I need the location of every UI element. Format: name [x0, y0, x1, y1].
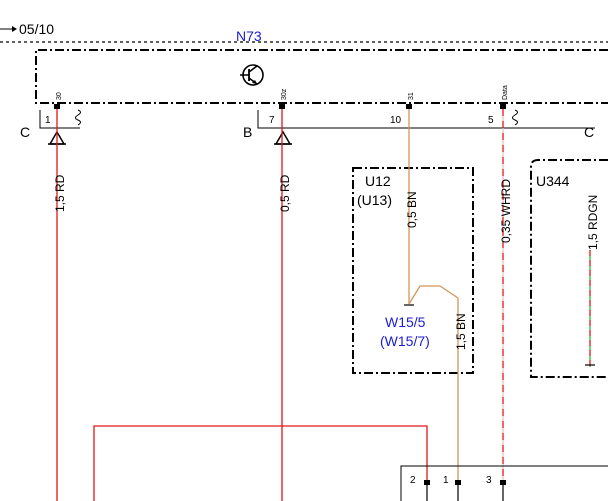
- wire-0-35-whrd[interactable]: 0,35 WHRD: [499, 109, 513, 480]
- bottom-connector[interactable]: 2 1 3: [400, 465, 608, 501]
- pin-30-number: 1: [45, 115, 51, 126]
- pin-30-top-label: 30: [56, 92, 63, 100]
- wire-1-5-rdgn[interactable]: 1,5 RDGN: [585, 195, 600, 367]
- wire-label: 0,5 BN: [405, 191, 419, 228]
- wire-red-loop[interactable]: [93, 425, 428, 501]
- pin-30z[interactable]: 30z 7: [269, 88, 288, 126]
- pin-31[interactable]: 31 10: [390, 92, 415, 126]
- pin-2-number: 2: [410, 475, 416, 486]
- connector-c-left-label: C: [20, 124, 30, 140]
- arrow-head-icon: [12, 26, 17, 32]
- connector-bracket: [39, 110, 80, 129]
- connector-b[interactable]: B: [243, 109, 595, 140]
- splice-junction[interactable]: W15/5 (W15/7): [380, 285, 459, 349]
- pin-terminal-icon: [406, 104, 412, 109]
- splice-alt: (W15/7): [380, 333, 430, 349]
- pin-1-number: 1: [443, 475, 449, 486]
- fuse-icon: [274, 130, 292, 145]
- pin-3-number: 3: [486, 475, 492, 486]
- pin-30[interactable]: 30 1: [45, 92, 63, 126]
- module-n73[interactable]: N73: [35, 28, 608, 104]
- pin-30z-number: 7: [269, 115, 275, 126]
- wire-line: [93, 425, 428, 501]
- transistor-icon: [240, 64, 264, 86]
- pin-data-number: 5: [488, 115, 494, 126]
- pin-terminal-icon: [424, 480, 430, 485]
- pin-30z-top-label: 30z: [281, 88, 288, 100]
- module-n73-border: [35, 49, 608, 104]
- wire-1-5-rd[interactable]: 1,5 RD: [53, 109, 67, 501]
- wire-label: 1,5 RDGN: [586, 195, 600, 250]
- splice-name: W15/5: [385, 314, 426, 330]
- pin-31-top-label: 31: [408, 92, 415, 100]
- connector-c-left[interactable]: C: [20, 109, 81, 140]
- wire-label: 1,5 BN: [454, 313, 468, 350]
- pin-terminal-icon: [279, 104, 285, 109]
- shield-coil-icon: [75, 109, 81, 126]
- pin-31-number: 10: [390, 115, 402, 126]
- connector-bracket: [257, 110, 595, 129]
- splice-box-name: U12: [365, 173, 391, 189]
- connector-c-right-label: C: [584, 124, 594, 140]
- pin-terminal-icon: [455, 480, 461, 485]
- wire-0-5-bn[interactable]: 0,5 BN: [405, 109, 419, 304]
- page-reference[interactable]: 05/10: [0, 21, 54, 37]
- pin-terminal-icon: [54, 104, 60, 109]
- connector-bracket: [400, 465, 608, 501]
- wire-label: 0,5 RD: [278, 174, 292, 212]
- pin-terminal-icon: [500, 480, 506, 485]
- pin-1[interactable]: 1: [443, 475, 461, 501]
- splice-branch: [408, 285, 459, 305]
- pin-data[interactable]: Data 5: [488, 85, 509, 126]
- module-n73-label: N73: [236, 28, 262, 44]
- pin-3[interactable]: 3: [486, 475, 506, 501]
- pin-data-top-label: Data: [502, 85, 509, 100]
- wire-0-5-rd[interactable]: 0,5 RD: [278, 109, 292, 501]
- wire-label: 0,35 WHRD: [499, 179, 513, 243]
- pin-2[interactable]: 2: [410, 475, 430, 501]
- wire-label: 1,5 RD: [53, 174, 67, 212]
- module-u344[interactable]: U344: [530, 159, 608, 378]
- wire-1-5-bn[interactable]: 1,5 BN: [454, 298, 468, 480]
- page-ref-label: 05/10: [19, 21, 54, 37]
- splice-box-border: [352, 167, 474, 374]
- module-u344-label: U344: [536, 173, 570, 189]
- splice-box-u12[interactable]: U12 (U13): [352, 167, 474, 374]
- connector-b-label: B: [243, 124, 252, 140]
- shield-coil-icon: [512, 109, 518, 126]
- pin-terminal-icon: [500, 104, 506, 109]
- module-u344-border: [530, 159, 608, 378]
- splice-box-alt: (U13): [357, 192, 392, 208]
